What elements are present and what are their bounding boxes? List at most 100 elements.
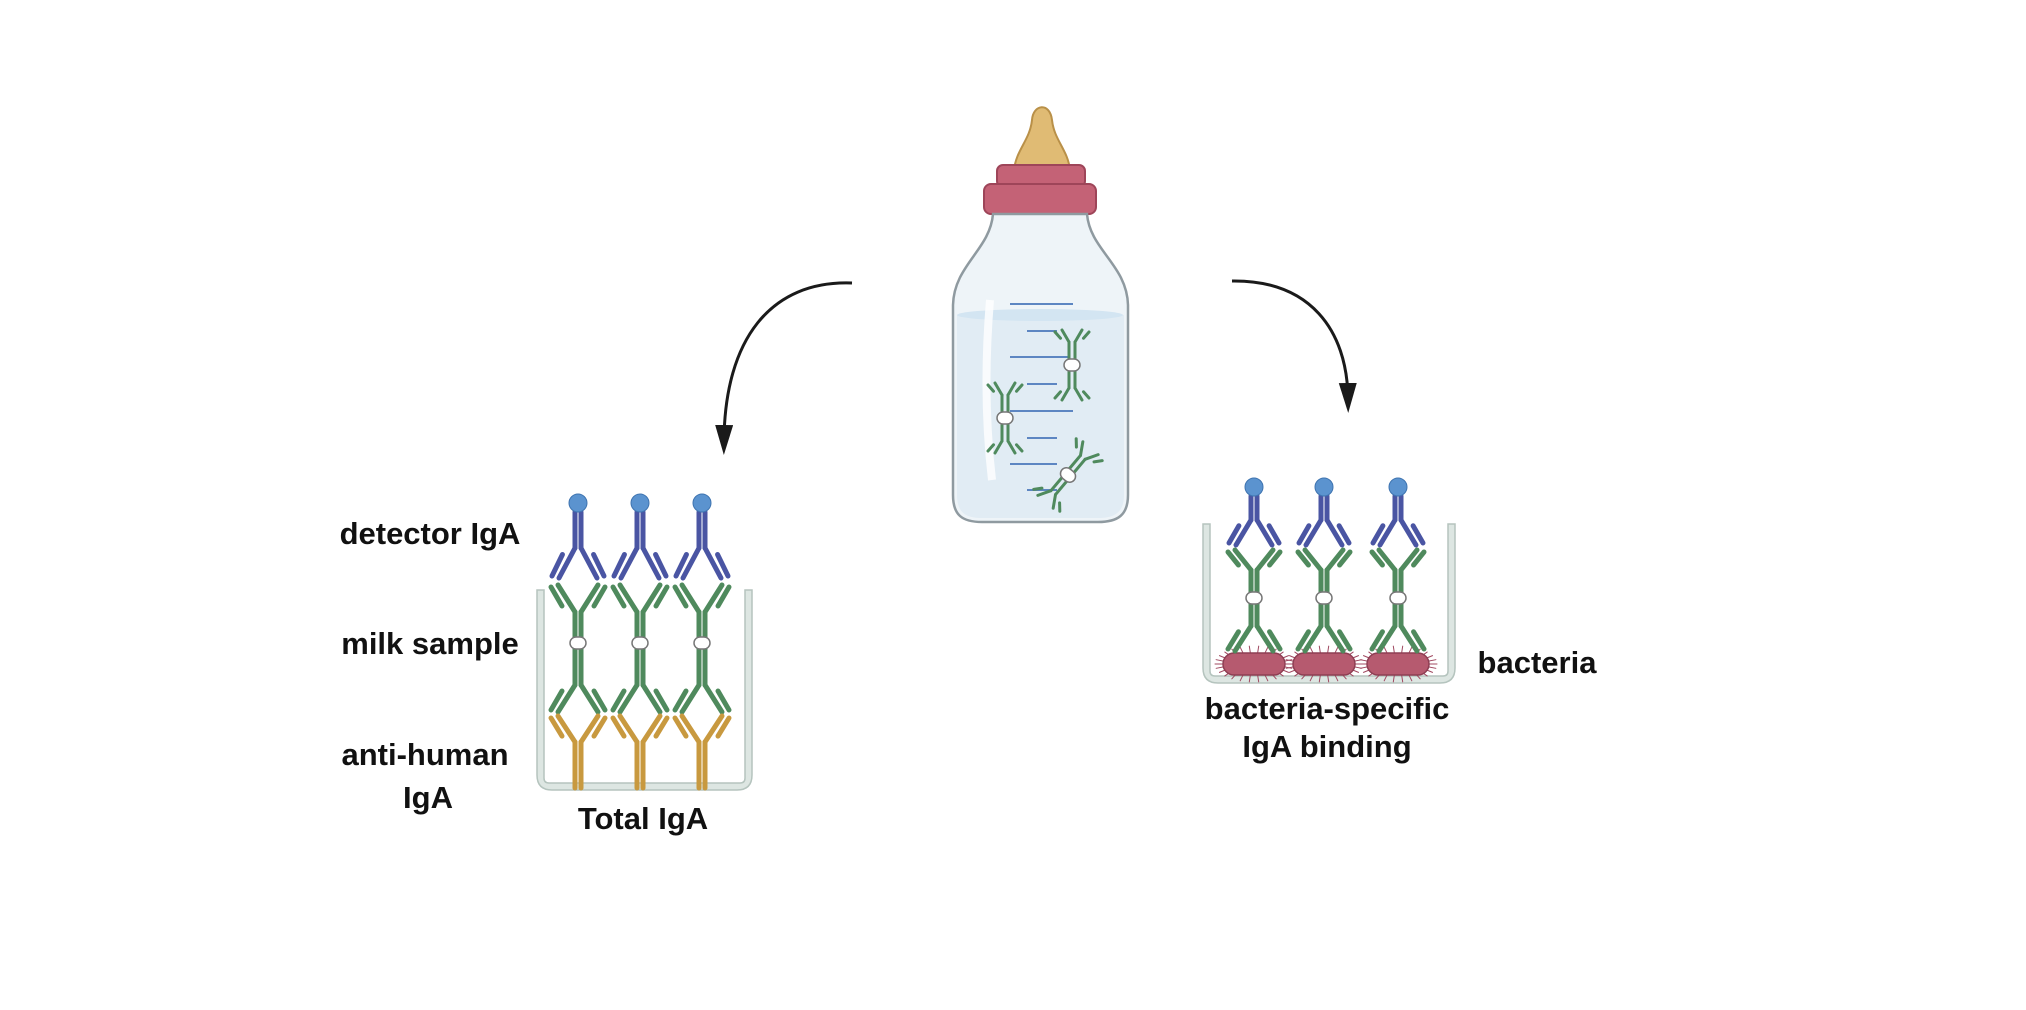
anti-human-iga [672, 713, 732, 791]
detector-tag [1244, 477, 1264, 497]
antibody-stack [1214, 477, 1294, 683]
fab-arm [702, 545, 724, 581]
fab-arm [993, 381, 1004, 397]
anti-human-iga [548, 713, 608, 791]
light-chain [986, 443, 995, 453]
bottle-iga [1032, 437, 1104, 513]
j-chain [1063, 358, 1081, 372]
j-chain [1315, 591, 1333, 605]
light-chain [591, 688, 608, 713]
fab-arm [640, 545, 662, 581]
detector-tag [1314, 477, 1334, 497]
detector-iga [1370, 493, 1426, 548]
fab-arm [640, 582, 663, 615]
light-chain [1082, 330, 1091, 340]
detector-iga [549, 509, 607, 581]
fab-arm [1051, 493, 1058, 510]
j-chain [631, 636, 649, 650]
light-chain [1337, 629, 1353, 652]
antibody-stack [548, 493, 608, 791]
fab-arm [1302, 547, 1324, 573]
fab-arm [578, 545, 600, 581]
fab-arm [1254, 547, 1276, 573]
total-iga-well [536, 493, 753, 791]
fab-arm [640, 713, 663, 745]
bottle-iga [1053, 328, 1091, 402]
fab-arm [1233, 517, 1254, 548]
graduation-marks [1010, 303, 1073, 491]
milk-iga-upper [1225, 547, 1283, 597]
light-chain [715, 715, 732, 739]
fab-arm [1232, 547, 1254, 573]
fab-arm [617, 682, 640, 715]
bottle-iga [986, 381, 1024, 455]
light-chain [1370, 523, 1386, 546]
fab-arm [679, 682, 702, 715]
fab-arm [555, 713, 578, 745]
pilus [1327, 674, 1330, 683]
liquid-surface [957, 309, 1123, 321]
fab-arm [702, 582, 725, 615]
fab-arm [617, 713, 640, 745]
bacterium-body [1366, 652, 1430, 676]
fab-arm [1006, 439, 1017, 455]
light-chain [1369, 629, 1385, 652]
fab-arm [1083, 453, 1100, 461]
fab-arm [578, 582, 601, 615]
bacterium-body [1222, 652, 1286, 676]
detector-tag [568, 493, 588, 513]
light-chain [1337, 549, 1353, 568]
fab-arm [578, 713, 601, 745]
light-chain [715, 688, 732, 713]
pilus [1257, 645, 1260, 654]
j-chain [996, 411, 1014, 425]
light-chain [591, 584, 608, 609]
light-chain [653, 552, 669, 579]
fab-arm [680, 545, 702, 581]
fab-arm [679, 582, 702, 615]
arrow-to-total-iga [715, 281, 853, 455]
bottle-iga-molecules [986, 328, 1104, 513]
milk-iga-lower [1225, 599, 1283, 654]
fab-arm [556, 545, 578, 581]
j-chain [1245, 591, 1263, 605]
light-chain [986, 383, 995, 393]
light-chain [1032, 486, 1044, 491]
light-chain [591, 715, 608, 739]
bacterium-body [1292, 652, 1356, 676]
bottle-nipple [1012, 106, 1072, 171]
detector-tag [1388, 477, 1408, 497]
j-chain [569, 636, 587, 650]
light-chain [1092, 459, 1104, 464]
label-anti-human-line1: anti-human [341, 737, 508, 772]
fab-arm [1060, 386, 1071, 402]
fab-arm [1303, 517, 1324, 548]
light-chain [611, 552, 627, 579]
baby-bottle [951, 106, 1130, 524]
pilus [1257, 674, 1260, 683]
antibody-stack [610, 493, 670, 791]
fab-arm [1398, 547, 1420, 573]
fab-arm [1254, 517, 1275, 548]
light-chain [1015, 383, 1024, 393]
pilus [1248, 674, 1251, 683]
antibody-stack [1358, 477, 1438, 683]
light-chain [1267, 549, 1283, 568]
detector-iga [611, 509, 669, 581]
fab-arm [679, 713, 702, 745]
light-chain [591, 552, 607, 579]
pilus [1401, 674, 1404, 683]
fab-arm [1060, 328, 1071, 344]
bottle-liquid [957, 310, 1124, 518]
milk-iga-lower [548, 643, 608, 715]
light-chain [548, 688, 565, 713]
total-iga-antibody-stacks [548, 493, 732, 791]
fab-arm [1398, 517, 1419, 548]
label-bacteria: bacteria [1478, 645, 1598, 680]
label-anti-human-line2: IgA [403, 780, 453, 815]
label-iga-binding: IgA binding [1242, 729, 1411, 764]
light-chain [1225, 549, 1241, 568]
antibody-stack [672, 493, 732, 791]
milk-iga-lower [610, 643, 670, 715]
light-chain [653, 715, 670, 739]
